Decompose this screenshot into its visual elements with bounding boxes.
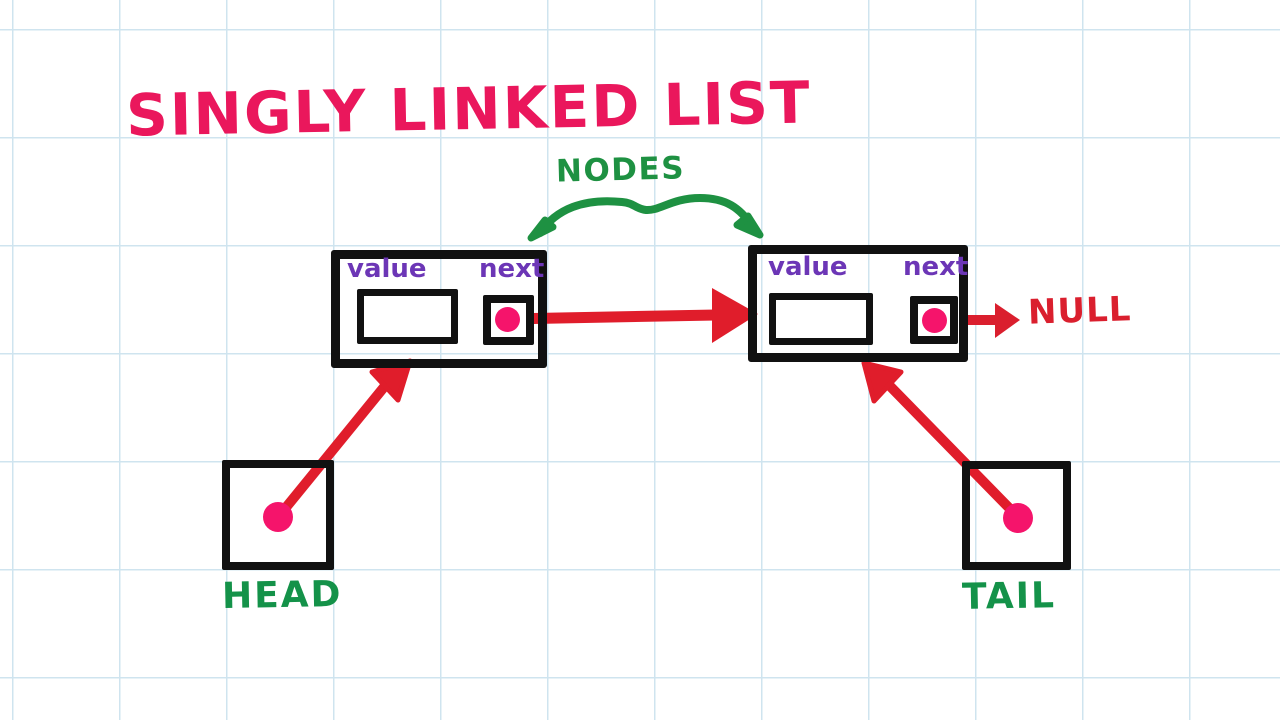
tail-variable-box[interactable] (962, 461, 1071, 570)
nodes-brace-arrow (527, 194, 764, 242)
node-2-next-label: next (903, 252, 969, 282)
node-1-value-slot[interactable] (357, 289, 458, 344)
node-2[interactable] (748, 245, 968, 362)
node-2-value-label: value (768, 252, 848, 282)
null-pointer-arrow (963, 303, 1020, 338)
node-2-next-pointer-dot (922, 308, 947, 333)
tail-pointer-arrow (861, 360, 1022, 521)
tail-pointer-dot (1003, 503, 1033, 533)
node-2-value-slot[interactable] (769, 293, 873, 345)
node-1[interactable] (331, 250, 547, 368)
node-1-next-pointer-dot (495, 307, 520, 332)
head-variable-box[interactable] (222, 460, 334, 570)
node-1-value-label: value (347, 254, 427, 284)
nodes-annotation-label: NODES (555, 150, 686, 190)
head-pointer-dot (263, 502, 293, 532)
tail-label: TAIL (961, 575, 1057, 618)
null-label: NULL (1027, 289, 1133, 333)
page-title: SINGLY LINKED LIST (125, 68, 813, 150)
node-1-next-label: next (479, 254, 545, 284)
head-label: HEAD (221, 573, 343, 618)
